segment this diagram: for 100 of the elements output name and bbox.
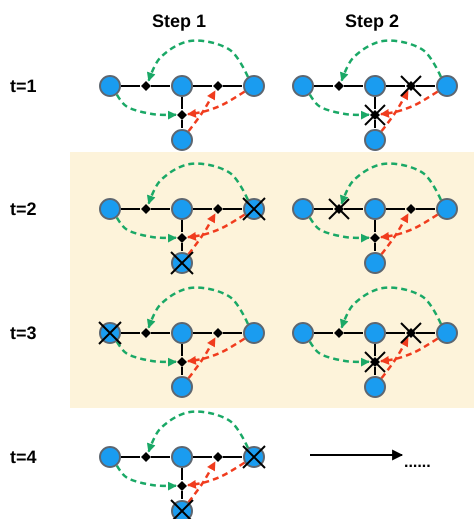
dashed-arrow	[308, 340, 370, 367]
graph-edge	[121, 456, 140, 458]
graph-edge	[223, 208, 242, 210]
graph-edge	[121, 332, 140, 334]
row-label: t=2	[10, 200, 37, 218]
dashed-arrow	[380, 90, 410, 132]
graph-edge	[151, 208, 170, 210]
graph-edge	[374, 367, 376, 375]
dashed-arrow	[116, 464, 177, 491]
graph-edge	[181, 220, 183, 232]
circle-node	[243, 75, 265, 97]
graph-edge	[374, 97, 376, 109]
dashed-arrow	[380, 338, 438, 365]
arrow	[310, 450, 404, 460]
circle-node	[171, 446, 193, 468]
dashed-arrow	[187, 338, 246, 365]
graph-edge	[151, 456, 170, 458]
crossed-out-circle-node	[242, 197, 266, 221]
graph-edge	[121, 85, 140, 87]
graph-edge	[416, 332, 435, 334]
graph-edge	[151, 85, 170, 87]
graph-edge	[386, 85, 405, 87]
circle-node	[171, 75, 193, 97]
junction-diamond	[177, 357, 187, 367]
junction-diamond	[406, 204, 416, 214]
dashed-arrow	[187, 462, 246, 489]
graph-edge	[344, 208, 363, 210]
crossed-out-junction	[400, 75, 422, 97]
graph-edge	[374, 120, 376, 128]
crossed-out-circle-node	[170, 251, 194, 275]
junction-diamond	[177, 233, 187, 243]
dashed-arrow	[308, 94, 370, 120]
circle-node	[364, 75, 386, 97]
circle-node	[436, 75, 458, 97]
circle-node	[171, 129, 193, 151]
junction-diamond	[141, 81, 151, 91]
junction-diamond	[141, 204, 151, 214]
dashed-arrow	[146, 286, 250, 328]
junction-diamond	[213, 81, 223, 91]
junction-diamond	[141, 328, 151, 338]
junction-diamond	[177, 110, 187, 120]
graph-edge	[416, 208, 435, 210]
dashed-arrow	[116, 216, 177, 243]
graph-edge	[193, 208, 212, 210]
graph-edge	[416, 85, 435, 87]
graph-edge	[193, 456, 212, 458]
graph-edge	[193, 332, 212, 334]
junction-diamond	[177, 481, 187, 491]
graph-edge	[181, 97, 183, 109]
dashed-arrow	[188, 461, 216, 503]
crossed-out-junction	[364, 104, 386, 126]
row-label: t=3	[10, 324, 37, 342]
graph-edge	[344, 332, 363, 334]
junction-diamond	[370, 233, 380, 243]
crossed-out-junction	[328, 198, 350, 220]
junction-diamond	[334, 328, 344, 338]
dashed-arrow	[380, 214, 438, 241]
dashed-arrow	[340, 39, 442, 82]
dashed-arrow	[380, 337, 410, 379]
dashed-arrow	[187, 90, 246, 118]
dashed-arrow	[380, 90, 438, 118]
graph-edge	[344, 85, 363, 87]
dashed-arrow	[340, 162, 442, 204]
junction-diamond	[213, 452, 223, 462]
row-label: t=4	[10, 448, 37, 466]
graph-edge	[193, 85, 212, 87]
graph-edge	[181, 120, 183, 128]
dashed-arrow	[116, 340, 177, 367]
crossed-out-junction	[400, 322, 422, 344]
graph-edge	[181, 468, 183, 480]
dashed-arrow	[340, 286, 442, 328]
dashed-arrow	[146, 39, 250, 82]
junction-diamond	[141, 452, 151, 462]
ellipsis: ......	[404, 446, 431, 480]
junction-diamond	[213, 328, 223, 338]
dashed-arrow	[146, 410, 250, 452]
circle-node	[292, 75, 314, 97]
graph-edge	[386, 332, 405, 334]
graph-edge	[181, 243, 183, 251]
graph-edge	[151, 332, 170, 334]
crossed-out-junction	[364, 351, 386, 373]
column-heading: Step 2	[345, 12, 400, 30]
graph-edge	[223, 456, 242, 458]
dashed-arrow	[116, 94, 177, 120]
graph-edge	[314, 85, 333, 87]
circle-node	[99, 446, 121, 468]
crossed-out-circle-node	[170, 499, 194, 519]
graph-edge	[181, 367, 183, 375]
dashed-arrow	[188, 337, 216, 379]
graph-edge	[314, 208, 333, 210]
circle-node	[99, 75, 121, 97]
dashed-arrow	[187, 214, 246, 241]
junction-diamond	[334, 81, 344, 91]
graph-edge	[374, 220, 376, 232]
circle-node	[364, 129, 386, 151]
dashed-arrow	[188, 213, 216, 255]
graph-edge	[386, 208, 405, 210]
graph-edge	[374, 344, 376, 356]
dashed-arrow	[380, 213, 410, 255]
graph-edge	[181, 491, 183, 499]
